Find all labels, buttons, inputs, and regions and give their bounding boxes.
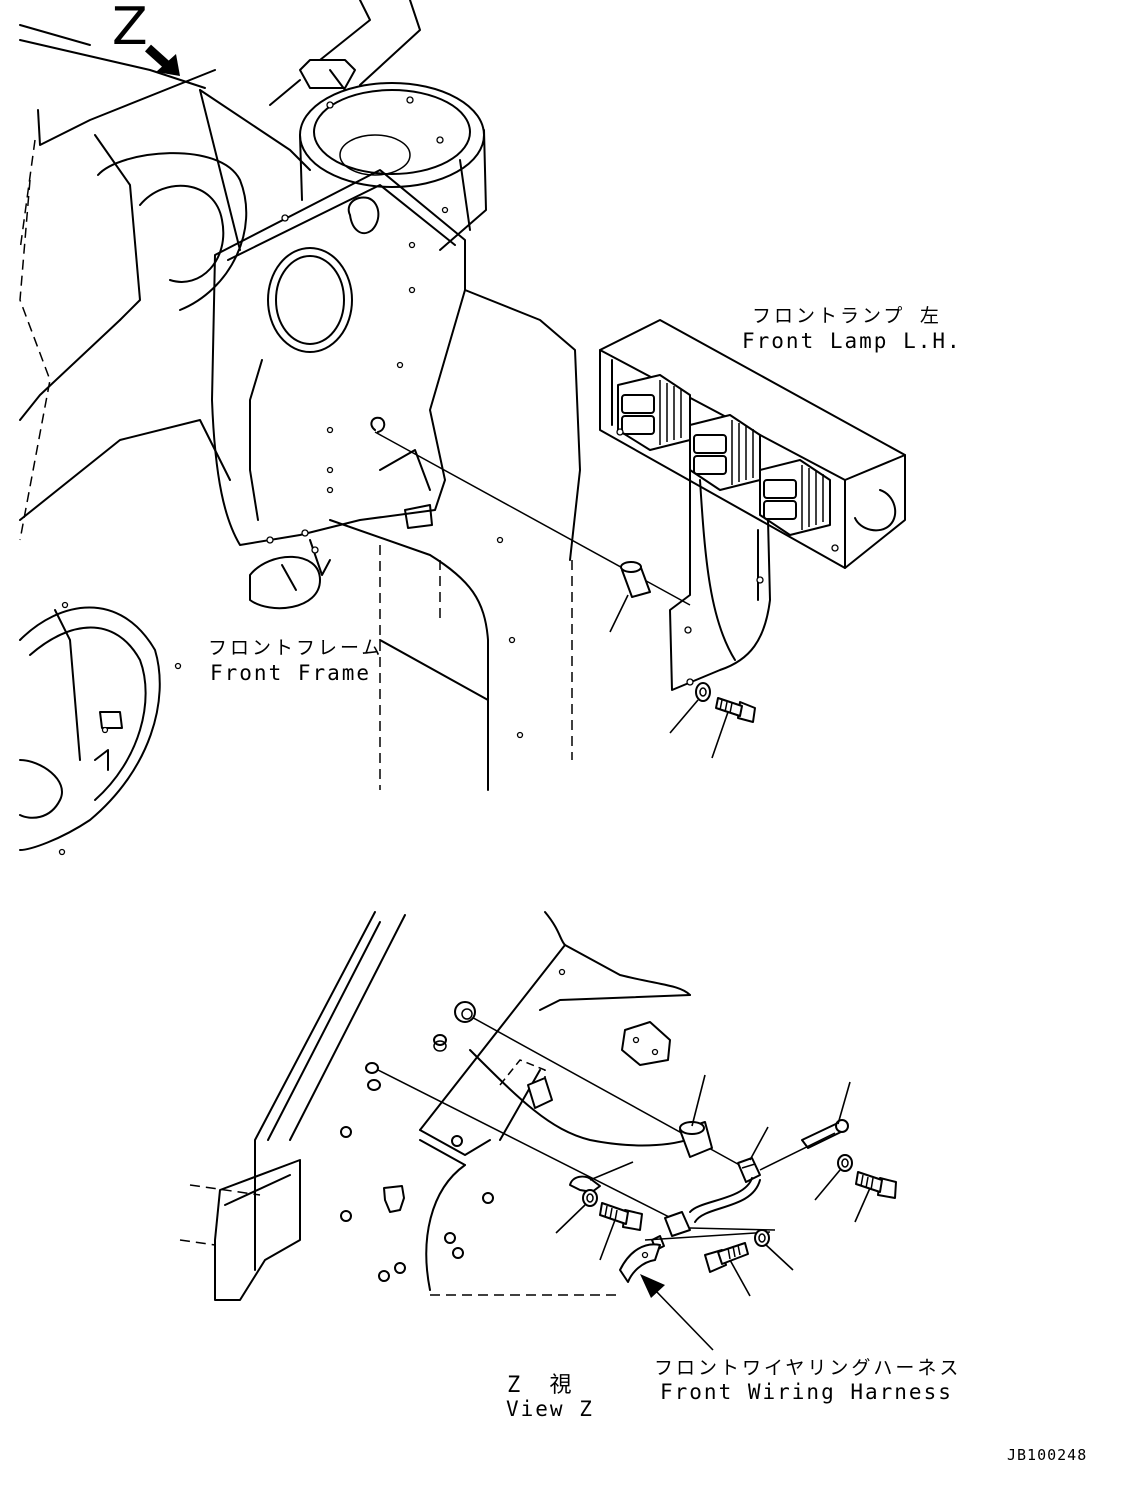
view-arrow-icon — [144, 44, 180, 76]
washer-right — [837, 1154, 853, 1172]
washer — [695, 682, 711, 702]
view-z-label: Z 視 View Z — [506, 1373, 594, 1421]
bolt-right — [855, 1171, 897, 1199]
front-lamp-label-jp: フロントランプ 左 — [752, 305, 942, 327]
front-lamp-lh — [599, 319, 906, 691]
harness-bracket — [619, 1243, 661, 1283]
view-z-label-jp: Z 視 — [507, 1373, 580, 1398]
drawing-code: JB100248 — [1007, 1446, 1087, 1464]
front-lamp-label: フロントランプ 左 Front Lamp L.H. — [742, 305, 962, 353]
view-marker: Z — [112, 0, 180, 76]
front-frame-label: フロントフレーム Front Frame — [208, 637, 383, 685]
lamp-unit-center — [689, 414, 761, 491]
lamp-unit-left — [617, 374, 691, 451]
bushing — [620, 561, 651, 598]
harness-label: フロントワイヤリングハーネス Front Wiring Harness — [654, 1357, 961, 1404]
bolt — [715, 697, 756, 723]
view-z-frame — [179, 911, 701, 1301]
bolt-left — [599, 1202, 643, 1231]
front-frame-label-en: Front Frame — [210, 661, 371, 685]
view-marker-letter: Z — [112, 0, 148, 57]
clip — [801, 1119, 849, 1149]
bushing-view-z — [679, 1121, 713, 1158]
loader-arm-outline — [19, 0, 421, 541]
front-frame-label-jp: フロントフレーム — [208, 637, 383, 659]
pivot-mount — [269, 59, 487, 251]
harness-label-jp: フロントワイヤリングハーネス — [654, 1357, 961, 1379]
washer-left — [582, 1189, 598, 1207]
bolt-bottom — [704, 1242, 749, 1273]
washer-bottom — [754, 1229, 770, 1247]
lamp-unit-right — [759, 459, 831, 536]
bushing-top — [454, 1001, 476, 1023]
frame-bosses — [340, 1034, 494, 1282]
harness-clamp — [737, 1157, 761, 1183]
wheel-arch — [19, 601, 182, 856]
front-frame-plate — [211, 169, 466, 546]
frame-lower-body — [249, 289, 581, 791]
harness-label-en: Front Wiring Harness — [660, 1380, 953, 1404]
view-z-label-en: View Z — [506, 1397, 594, 1421]
harness-pointer-arrow — [640, 1274, 714, 1351]
clamp-left — [569, 1175, 601, 1193]
front-lamp-label-en: Front Lamp L.H. — [742, 329, 962, 353]
